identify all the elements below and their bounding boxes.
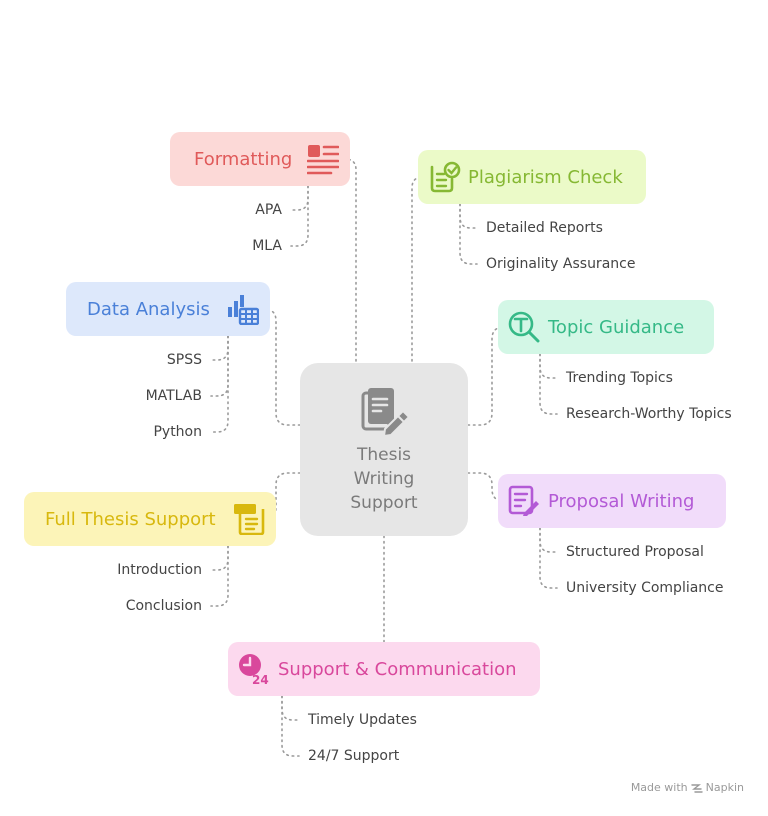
topic-search-icon xyxy=(508,311,540,343)
branch-full-thesis-support[interactable]: Full Thesis Support xyxy=(24,492,276,546)
branch-formatting-title: Formatting xyxy=(194,148,293,170)
branch-support-communication[interactable]: 24 Support & Communication xyxy=(228,642,540,696)
leaf-mla: MLA xyxy=(252,238,282,254)
branch-full-thesis-support-title: Full Thesis Support xyxy=(45,508,216,530)
central-topic-line-2: Writing xyxy=(353,469,415,489)
leaf-research-worthy-topics: Research-Worthy Topics xyxy=(566,406,732,422)
leaf-24-7-support: 24/7 Support xyxy=(308,748,400,764)
clock-24-icon: 24 xyxy=(239,654,269,685)
leaf-university-compliance: University Compliance xyxy=(566,580,724,596)
branch-proposal-writing-title: Proposal Writing xyxy=(548,490,695,512)
central-topic-label: Thesis Writing Support xyxy=(300,443,468,515)
leaf-conclusion: Conclusion xyxy=(125,598,202,614)
checked-document-icon xyxy=(430,161,461,193)
branch-data-analysis[interactable]: Data Analysis xyxy=(66,282,270,336)
branch-plagiarism-check-title: Plagiarism Check xyxy=(468,166,623,188)
leaf-structured-proposal: Structured Proposal xyxy=(566,544,704,560)
leaf-originality-assurance: Originality Assurance xyxy=(486,256,636,272)
central-topic-line-1: Thesis xyxy=(356,445,412,465)
notepad-icon xyxy=(234,504,265,535)
leaf-trending-topics: Trending Topics xyxy=(566,370,673,386)
leaf-python: Python xyxy=(153,424,202,440)
branch-support-communication-title: Support & Communication xyxy=(278,658,517,680)
list-document-icon xyxy=(307,145,339,175)
document-pen-icon xyxy=(361,388,411,438)
branch-topic-guidance-title: Topic Guidance xyxy=(548,316,685,338)
credit-brand: Napkin xyxy=(705,781,744,794)
branch-proposal-writing[interactable]: Proposal Writing xyxy=(498,474,726,528)
napkin-logo-icon xyxy=(690,783,703,793)
branch-topic-guidance[interactable]: Topic Guidance xyxy=(498,300,714,354)
credit-prefix: Made with xyxy=(630,781,688,794)
svg-text:24: 24 xyxy=(252,673,269,685)
leaf-spss: SPSS xyxy=(166,352,202,368)
central-topic[interactable]: Thesis Writing Support xyxy=(300,363,468,536)
branch-formatting[interactable]: Formatting xyxy=(170,132,350,186)
bar-chart-table-icon xyxy=(228,295,259,325)
central-topic-line-3: Support xyxy=(350,493,418,513)
proposal-edit-icon xyxy=(508,485,539,516)
leaf-detailed-reports: Detailed Reports xyxy=(486,220,603,236)
leaf-introduction: Introduction xyxy=(117,562,202,578)
leaf-apa: APA xyxy=(255,202,282,218)
branch-plagiarism-check[interactable]: Plagiarism Check xyxy=(418,150,646,204)
leaf-timely-updates: Timely Updates xyxy=(308,712,417,728)
branch-data-analysis-title: Data Analysis xyxy=(87,298,210,320)
leaf-matlab: MATLAB xyxy=(145,388,202,404)
napkin-credit[interactable]: Made with Napkin xyxy=(631,781,744,794)
